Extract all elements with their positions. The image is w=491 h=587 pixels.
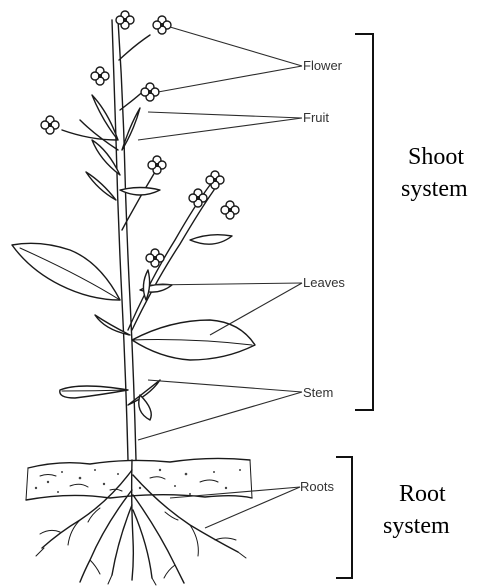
shoot-system-bracket (355, 34, 373, 410)
shoot-system-label-line1: Shoot (408, 144, 464, 170)
root-system-drawing (36, 460, 246, 585)
flower-icon (153, 16, 171, 34)
pointer-lines (138, 27, 302, 528)
flower-icon (91, 67, 109, 85)
flower-icon (221, 201, 239, 219)
flower-icon (41, 116, 59, 134)
flower-label: Flower (303, 58, 343, 73)
flowers-drawing (41, 11, 239, 267)
flower-icon (141, 83, 159, 101)
root-system-bracket (336, 457, 352, 578)
shoot-system-label-line2: system (401, 176, 468, 202)
roots-label: Roots (300, 479, 334, 494)
leaves-label: Leaves (303, 275, 345, 290)
root-system-label-line2: system (383, 513, 450, 539)
fruit-label: Fruit (303, 110, 329, 125)
root-system-label-line1: Root (399, 481, 446, 507)
flower-icon (148, 156, 166, 174)
stem-label: Stem (303, 385, 333, 400)
